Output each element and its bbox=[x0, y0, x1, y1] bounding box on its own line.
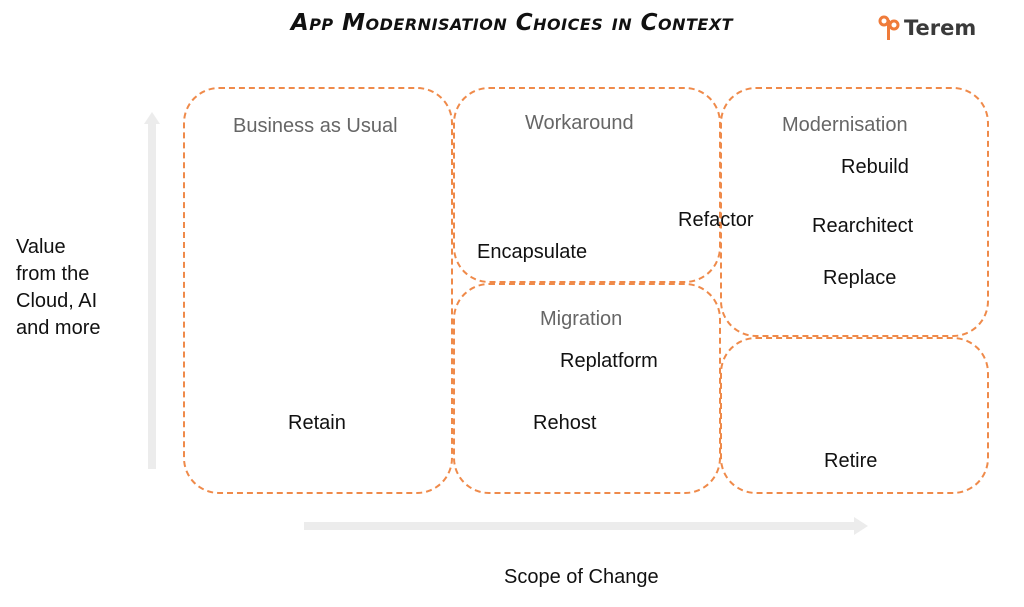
y-axis-label-line: and more bbox=[16, 317, 101, 339]
migration-heading: Migration bbox=[540, 308, 623, 330]
modernisation-heading: Modernisation bbox=[782, 114, 908, 136]
y-axis-arrow bbox=[144, 112, 160, 469]
y-axis-label: Value from the Cloud, AI and more bbox=[16, 234, 101, 342]
diagram-title: App Modernisation Choices in Context bbox=[290, 10, 734, 36]
rehost-label: Rehost bbox=[533, 412, 597, 434]
logo-text: Terem bbox=[904, 16, 977, 40]
terem-logo-icon bbox=[878, 15, 900, 40]
retain-label: Retain bbox=[288, 412, 346, 434]
y-axis-label-line: Value bbox=[16, 236, 66, 258]
rearchitect-label: Rearchitect bbox=[812, 215, 914, 237]
workaround-heading: Workaround bbox=[525, 112, 634, 134]
rebuild-label: Rebuild bbox=[841, 156, 909, 178]
encapsulate-label: Encapsulate bbox=[477, 241, 588, 263]
replatform-label: Replatform bbox=[560, 350, 658, 372]
refactor-label: Refactor bbox=[678, 209, 754, 231]
x-axis-arrow bbox=[304, 517, 868, 535]
y-axis-label-line: Cloud, AI bbox=[16, 290, 98, 312]
y-axis-label-line: from the bbox=[16, 263, 90, 285]
replace-label: Replace bbox=[823, 267, 897, 289]
business-as-usual-heading: Business as Usual bbox=[233, 115, 398, 137]
terem-logo: Terem bbox=[878, 14, 976, 42]
retire-label: Retire bbox=[824, 450, 878, 472]
business-as-usual-box bbox=[183, 87, 453, 494]
x-axis-label: Scope of Change bbox=[504, 566, 659, 588]
retire-box bbox=[720, 337, 989, 494]
modernisation-box bbox=[720, 87, 989, 337]
